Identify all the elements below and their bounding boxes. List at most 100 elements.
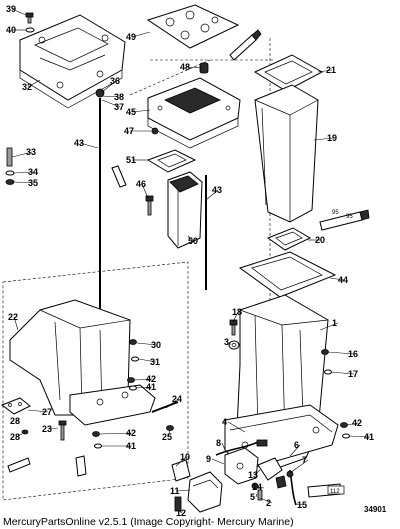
callout-leader	[15, 433, 23, 438]
callout-leader	[47, 427, 59, 430]
callout-leader	[175, 489, 191, 492]
callout-leader	[253, 469, 261, 476]
screw-2	[257, 489, 263, 501]
callout-18: 18	[232, 307, 242, 317]
callout-leader	[101, 95, 121, 98]
callout-leader	[99, 432, 133, 435]
callout-leader	[165, 398, 179, 409]
bracket-9	[224, 447, 259, 485]
callout-leader	[289, 459, 309, 474]
callout-47: 47	[124, 126, 134, 136]
callout-11: 11	[170, 486, 180, 496]
tube-label: 95	[332, 210, 339, 216]
sealant-tube	[229, 29, 262, 61]
seal-20	[266, 227, 312, 251]
callout-41: 41	[364, 432, 374, 442]
callout-leader	[259, 497, 273, 504]
callout-13: 13	[248, 470, 258, 480]
callout-leader	[136, 342, 158, 346]
cover-19	[254, 84, 319, 223]
callout-leader	[257, 486, 265, 489]
callout-leader	[319, 322, 339, 331]
callout-43: 43	[212, 185, 222, 195]
callout-24: 24	[172, 394, 182, 404]
exhaust-plate-45	[147, 77, 241, 149]
diagram-code: 34901	[364, 505, 387, 514]
callout-44: 44	[338, 275, 348, 285]
inset-frame	[2, 261, 189, 501]
washer-5	[251, 482, 259, 490]
screw-29	[21, 429, 29, 435]
connector-14	[275, 475, 287, 489]
callout-leader	[13, 171, 35, 174]
callout-2: 2	[266, 498, 271, 508]
bolt-12	[174, 496, 182, 512]
gasket-21	[253, 54, 324, 92]
callout-leader	[27, 409, 49, 413]
callout-leader	[27, 79, 41, 88]
callout-36: 36	[110, 76, 120, 86]
callout-leader	[79, 142, 99, 149]
callout-38: 38	[114, 92, 124, 102]
callout-41: 41	[146, 382, 156, 392]
callout-49: 49	[126, 32, 136, 42]
callout-leader	[135, 386, 153, 389]
callout-leader	[138, 358, 157, 363]
callout-leader	[329, 277, 345, 281]
callout-leader	[101, 80, 117, 93]
callout-8: 8	[216, 438, 221, 448]
nut-42-inset-b	[92, 431, 100, 437]
callout-leader	[205, 189, 219, 201]
callout-19: 19	[327, 133, 337, 143]
module-11	[187, 471, 223, 513]
callout-leader	[101, 99, 121, 108]
callout-leader	[187, 235, 195, 242]
callout-48: 48	[180, 62, 190, 72]
callout-leader	[289, 444, 301, 457]
stud-24	[151, 401, 179, 413]
callout-21: 21	[326, 65, 336, 75]
callout-leader	[185, 66, 203, 69]
callout-34: 34	[28, 167, 38, 177]
callout-leader	[141, 183, 149, 199]
callout-leader	[15, 419, 19, 422]
callout-27: 27	[42, 407, 52, 417]
callout-leader	[327, 351, 355, 355]
callout-leader	[295, 503, 304, 506]
sealant-tube-inset-b	[75, 455, 87, 477]
callout-leader	[313, 137, 334, 141]
callout-15: 15	[297, 500, 307, 510]
callout-leader	[211, 458, 225, 465]
bolt-18	[229, 319, 238, 336]
callout-40: 40	[6, 25, 16, 35]
cylinder-13	[257, 457, 283, 481]
callout-leader	[221, 442, 227, 453]
callout-leader	[131, 109, 151, 113]
callout-leader	[13, 181, 35, 184]
callout-3: 3	[224, 337, 229, 347]
callout-23: 23	[42, 424, 52, 434]
callout-28: 28	[10, 432, 20, 442]
callout-leader	[133, 378, 153, 381]
callout-43: 43	[74, 138, 84, 148]
callout-leader	[11, 8, 27, 16]
sealant-tube-small	[111, 165, 127, 188]
tube-label: 112	[330, 489, 340, 495]
callout-leader	[348, 435, 371, 438]
callout-25: 25	[162, 432, 172, 442]
callout-leader	[131, 31, 151, 38]
callout-leader	[13, 316, 19, 331]
callout-leader	[227, 421, 246, 433]
bushing-3	[228, 340, 240, 350]
washer-31	[131, 356, 139, 362]
callout-leader	[330, 371, 355, 375]
callout-28: 28	[10, 416, 20, 426]
callout-16: 16	[348, 349, 358, 359]
callout-leader	[167, 429, 171, 438]
fitting-4	[256, 439, 268, 447]
callout-leader	[11, 151, 33, 158]
bolt-46	[145, 195, 154, 216]
callout-51: 51	[126, 155, 136, 165]
guide-line	[129, 59, 211, 96]
callout-leader	[317, 69, 333, 73]
